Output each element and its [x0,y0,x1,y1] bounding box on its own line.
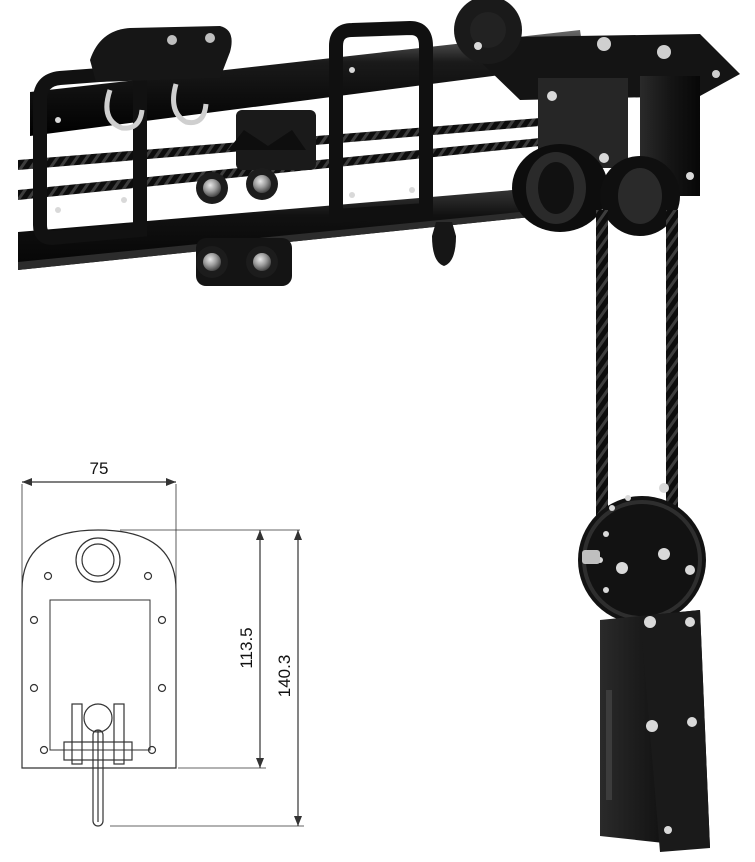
hanging-pulley-disk [578,496,706,624]
inner-height-dimension-label: 113.5 [237,627,256,668]
bracket-outline [21,529,177,769]
center-bracket [329,20,433,224]
hanging-pulley-unit [578,483,710,852]
clamp-bracket [90,26,232,131]
tube-ring [75,537,121,583]
left-bracket [33,64,147,246]
bracket-inner-window [49,599,151,751]
upper-tube-rail [30,30,585,136]
technical-drawing [21,478,304,827]
drop-cable-left [596,210,608,520]
trolley-carriage [196,110,316,286]
track-assembly-photo [18,0,740,852]
lock-knob [432,222,456,266]
end-pulley-head [454,0,740,236]
outer-height-dimension-label: 140.3 [275,655,294,698]
drop-cable-right [666,210,678,510]
width-dimension-label: 75 [90,459,109,478]
